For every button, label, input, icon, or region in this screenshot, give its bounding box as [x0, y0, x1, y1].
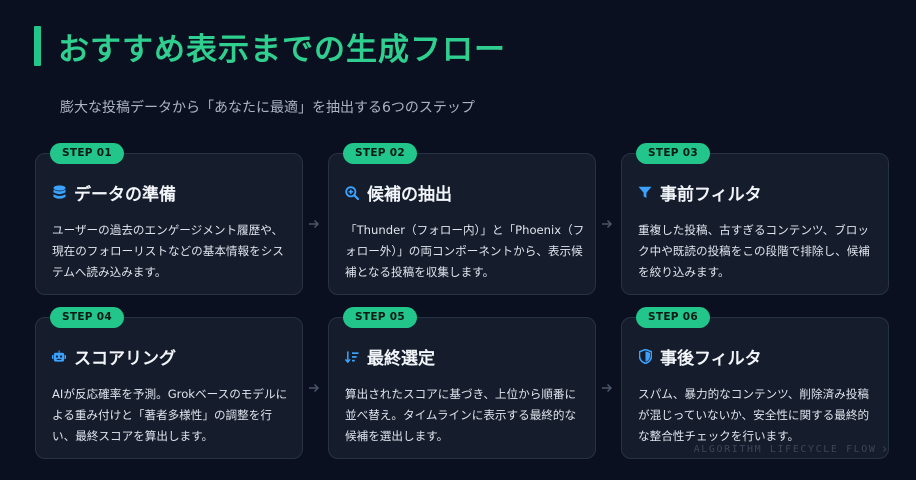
filter-icon: [638, 185, 652, 201]
step-card-6: STEP 06 事後フィルタ スパム、暴力的なコンテンツ、削除済み投稿が混じって…: [621, 307, 889, 459]
step-description: 「Thunder（フォロー内）」と「Phoenix（フォロー外）」の両コンポーネ…: [345, 223, 585, 279]
title-accent-bar: [34, 26, 41, 66]
step-description: スパム、暴力的なコンテンツ、削除済み投稿が混じっていないか、安全性に関する最終的…: [638, 387, 870, 443]
chevron-right-icon: ›: [880, 442, 890, 457]
step-description: 重複した投稿、古すぎるコンテンツ、ブロック中や既読の投稿をこの段階で排除し、候補…: [638, 223, 870, 279]
step-card-4: STEP 04 スコアリング AIが反応確率を予測。Grokベースのモデルによる…: [35, 307, 303, 459]
step-description: ユーザーの過去のエンゲージメント履歴や、現在のフォローリストなどの基本情報をシス…: [52, 223, 284, 279]
arrow-right-icon: [600, 219, 614, 229]
step-card-5: STEP 05 最終選定 算出されたスコアに基づき、上位から順番に並べ替え。タイ…: [328, 307, 596, 459]
step-card-3: STEP 03 事前フィルタ 重複した投稿、古すぎるコンテンツ、ブロック中や既読…: [621, 143, 889, 295]
step-description: AIが反応確率を予測。Grokベースのモデルによる重み付けと「著者多様性」の調整…: [52, 387, 288, 443]
step-badge: STEP 01: [50, 143, 124, 164]
step-badge: STEP 02: [343, 143, 417, 164]
step-badge: STEP 03: [636, 143, 710, 164]
database-icon: [52, 185, 66, 201]
robot-icon: [52, 349, 66, 365]
step-card-2: STEP 02 候補の抽出 「Thunder（フォロー内）」と「Phoenix（…: [328, 143, 596, 295]
arrow-right-icon: [600, 383, 614, 393]
step-badge: STEP 04: [50, 307, 124, 328]
page-subtitle: 膨大な投稿データから「あなたに最適」を抽出する6つのステップ: [60, 100, 475, 116]
arrow-right-icon: [307, 383, 321, 393]
footer-label: ALGORITHM LIFECYCLE FLOW: [693, 444, 877, 455]
step-title: スコアリング: [74, 349, 176, 369]
step-card-1: STEP 01 データの準備 ユーザーの過去のエンゲージメント履歴や、現在のフォ…: [35, 143, 303, 295]
step-title: 最終選定: [367, 349, 435, 369]
page-title: おすすめ表示までの生成フロー: [58, 32, 506, 68]
footer-caption: ALGORITHM LIFECYCLE FLOW ›: [694, 442, 890, 457]
step-title: 事後フィルタ: [660, 349, 762, 369]
step-title: 候補の抽出: [367, 185, 452, 205]
step-description: 算出されたスコアに基づき、上位から順番に並べ替え。タイムラインに表示する最終的な…: [345, 387, 577, 443]
sort-descending-icon: [345, 349, 359, 365]
step-badge: STEP 05: [343, 307, 417, 328]
search-plus-icon: [345, 185, 359, 201]
step-badge: STEP 06: [636, 307, 710, 328]
step-title: 事前フィルタ: [660, 185, 762, 205]
arrow-right-icon: [307, 219, 321, 229]
shield-icon: [638, 349, 652, 365]
step-title: データの準備: [74, 185, 176, 205]
